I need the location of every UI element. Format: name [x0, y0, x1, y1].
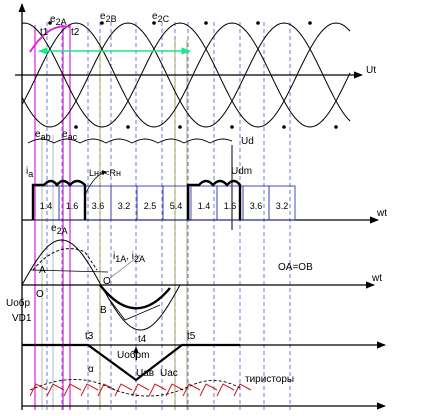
thyristors-label: тиристоры — [245, 374, 294, 385]
i1a-curve — [32, 248, 98, 271]
current-pulse-bars: 1.4 1.6 3.6 3.2 2.5 5.4 1.4 1.6 3.6 3.2 — [31, 170, 296, 221]
segment-label-9: 3.2 — [276, 201, 289, 211]
uobr-label: Uобр — [6, 297, 31, 309]
t5-label: t5 — [187, 331, 196, 342]
t2-label: t2 — [71, 27, 80, 38]
oa-line — [29, 269, 109, 273]
udm-label: Udm — [231, 166, 252, 177]
thyristor-envelope — [29, 379, 241, 397]
e2c-label: e2C — [152, 11, 170, 24]
wt-axis-label-2: wt — [371, 273, 382, 284]
eac-label: eac — [62, 129, 78, 142]
i2a-negative-lobe — [99, 284, 171, 310]
lh-pointer — [84, 170, 108, 196]
point-o2: O — [103, 276, 111, 287]
e2a-label: e2A — [50, 14, 67, 27]
ia-pulse-2 — [186, 179, 242, 220]
vd1-label: VD1 — [12, 313, 32, 324]
segment-label-7: 1.6 — [224, 201, 237, 211]
e2a-highlight — [29, 25, 71, 53]
labels: t1 t2 e2A e2B e2C Ut eab eac Ud ia Lн<<R… — [6, 11, 387, 385]
phase-wave-0 — [21, 22, 351, 128]
t1-label: t1 — [40, 27, 49, 38]
wave-dot-3 — [126, 125, 130, 129]
e2a-label-lower: e2A — [51, 223, 68, 236]
wave-dot-9 — [282, 125, 286, 129]
ut-axis-label: Ut — [366, 65, 376, 76]
wave-dot-10 — [308, 21, 312, 25]
wave-dot-7 — [230, 125, 234, 129]
segment-label-0: 1.4 — [40, 201, 53, 211]
uab-label: Uaв — [136, 368, 154, 379]
e2b-label: e2B — [100, 11, 117, 24]
point-o: O — [36, 289, 44, 300]
t3-label: t3 — [85, 331, 94, 342]
wave-dot-1 — [74, 125, 78, 129]
segment-label-6: 1.4 — [198, 201, 211, 211]
wave-dot-4 — [152, 21, 156, 25]
i1a-i2a-label: i1A, i2A — [113, 251, 145, 264]
segment-label-5: 5.4 — [170, 201, 183, 211]
point-a: A — [39, 265, 46, 276]
wave-dot-2 — [100, 21, 104, 25]
segment-label-2: 3.6 — [92, 201, 105, 211]
phase-wave-2 — [21, 22, 351, 128]
segment-label-1: 1.6 — [66, 201, 79, 211]
uobrm-label: Uобрm — [117, 349, 149, 361]
ud-label: Ud — [241, 136, 254, 147]
i2a-dashed-inner — [109, 299, 161, 321]
segment-label-4: 2.5 — [144, 201, 157, 211]
wave-dot-5 — [178, 125, 182, 129]
ud-ripple — [27, 138, 233, 144]
oa-ob-label: OA=OB — [278, 262, 313, 273]
t4-label: t4 — [138, 334, 147, 345]
i-label-leader — [109, 254, 141, 279]
segment-box-9 — [268, 185, 296, 221]
wave-dot-0 — [48, 21, 52, 25]
uac-label: Uac — [160, 368, 178, 379]
waveforms — [21, 21, 351, 397]
wave-dot-6 — [204, 21, 208, 25]
ia-pulse-1 — [31, 179, 87, 220]
wave-dot-8 — [256, 21, 260, 25]
phase-wave-1 — [21, 22, 351, 128]
ia-label: ia — [26, 166, 33, 179]
uobr-waveform — [22, 343, 240, 382]
wt-axis-label-1: wt — [376, 208, 387, 219]
lh-rh-label: Lн<<Rн — [89, 168, 121, 178]
segment-label-3: 3.2 — [118, 201, 131, 211]
segment-label-8: 3.6 — [250, 201, 263, 211]
eab-label: eab — [35, 129, 51, 142]
alpha-label: α — [88, 364, 94, 375]
thyristor-sawtooth — [29, 383, 252, 397]
projection-lines — [34, 22, 291, 410]
wave-dot-11 — [334, 125, 338, 129]
point-b: B — [100, 305, 107, 316]
